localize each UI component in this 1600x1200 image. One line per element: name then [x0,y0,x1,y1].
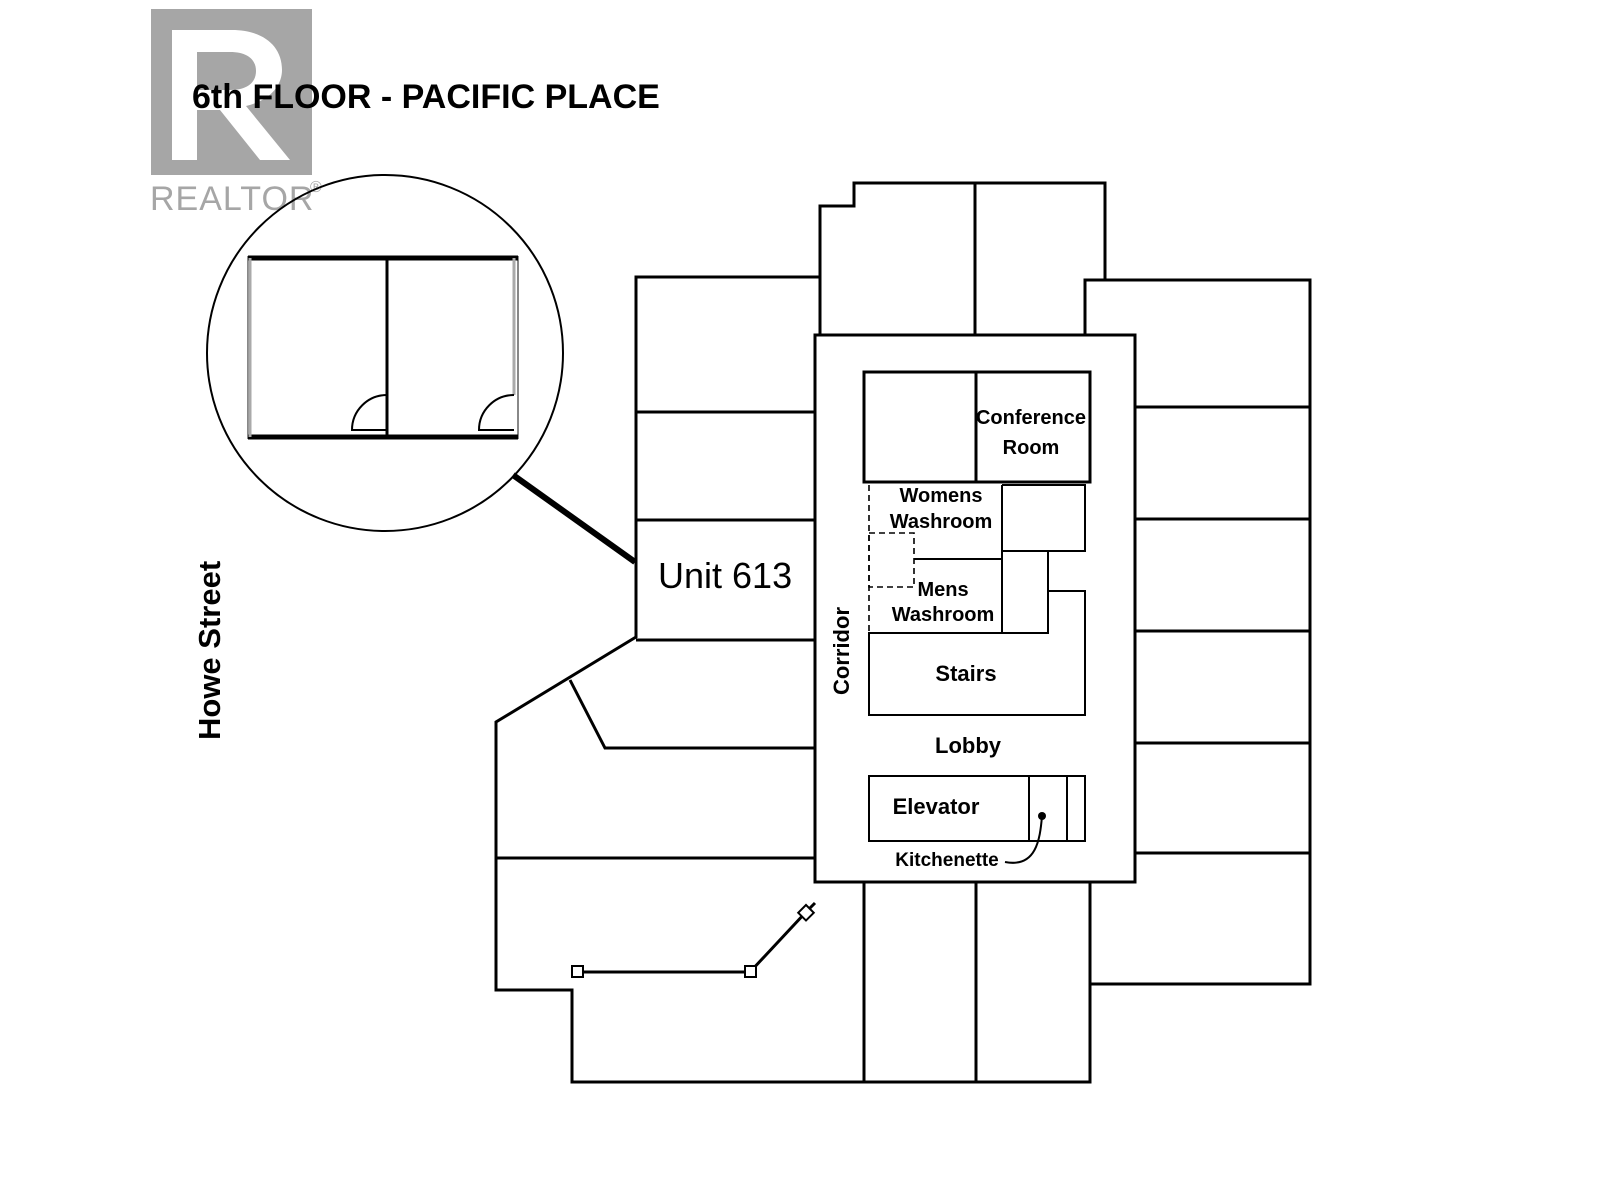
conference-room-label-2: Room [1003,437,1060,459]
street-label: Howe Street [192,561,227,740]
building-outline [494,181,1312,1084]
wall [1083,278,1105,335]
realtor-r-icon [151,9,312,175]
wall [568,679,815,750]
realtor-logo: REALTOR ® [150,9,322,218]
column-marker [744,965,757,978]
corridor-label: Corridor [829,607,854,695]
unit-label: Unit 613 [658,555,792,596]
womens-washroom-label-2: Washroom [890,511,993,533]
kitchenette-area [1028,775,1086,842]
lobby-label: Lobby [935,733,1002,758]
elevator-label: Elevator [893,794,980,819]
washroom-fixture [868,532,915,588]
detail-leader-line [511,472,637,565]
mens-washroom-label: Mens [917,579,968,601]
detail-room-outline [247,256,519,439]
conference-room-label: Conference [976,407,1086,429]
unit-detail-inset [206,174,637,565]
door-swing-right [477,394,515,431]
column-marker [571,965,584,978]
registered-mark: ® [310,179,322,196]
detail-circle [206,174,564,532]
mens-washroom-label-2: Washroom [892,604,995,626]
kitchenette-leader [1004,815,1043,864]
womens-washroom-label: Womens [900,485,983,507]
column-marker [796,903,816,922]
stairs-room [868,590,1086,716]
kitchenette-label: Kitchenette [895,850,998,871]
door-swing-left [350,394,388,431]
realtor-wordmark: REALTOR [150,180,314,218]
stairs-label: Stairs [935,661,996,686]
wall [1002,484,1086,633]
angled-glazing-wall [578,901,817,974]
page-title: 6th FLOOR - PACIFIC PLACE [192,78,660,116]
